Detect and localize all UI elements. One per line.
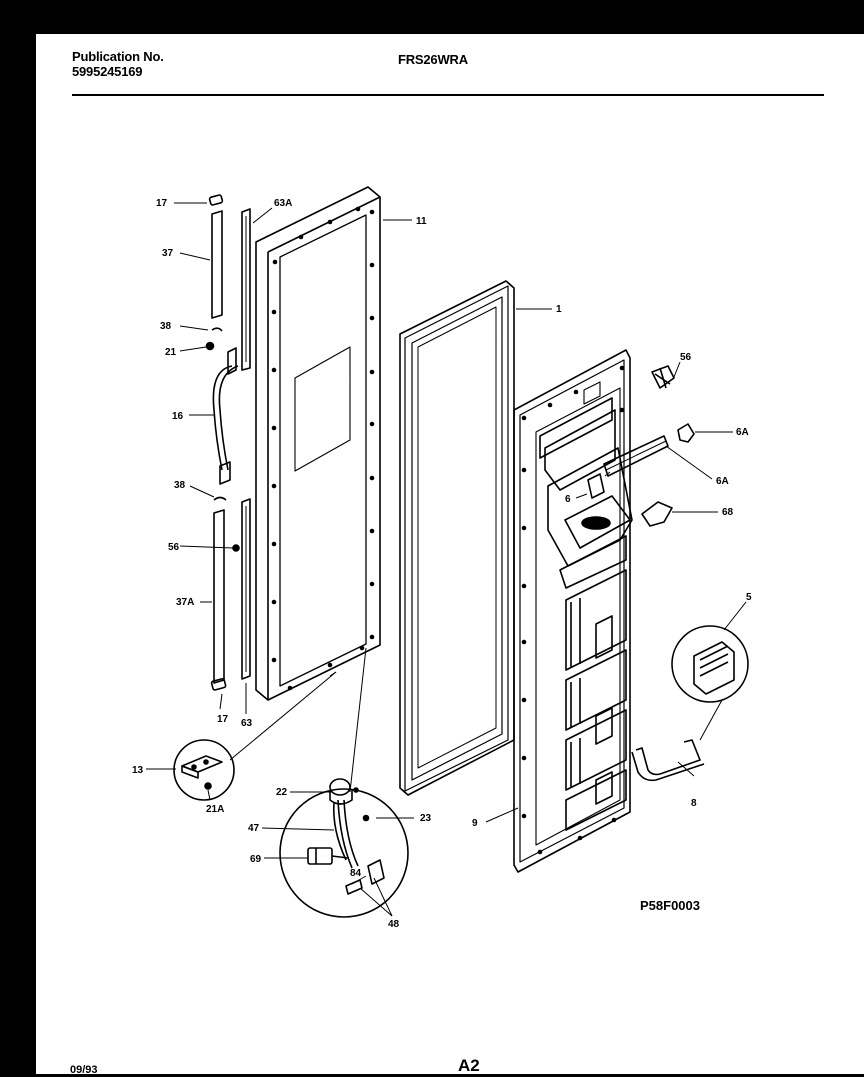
callout-17b: 17: [217, 714, 229, 725]
header-rule: [72, 94, 824, 96]
door-gasket: [399, 280, 515, 796]
door-outer-panel: [255, 186, 381, 701]
callout-84: 84: [350, 868, 362, 879]
callout-63: 63: [241, 718, 253, 729]
callout-5: 5: [746, 592, 752, 603]
callout-labels: 17 63A 11 37 38 21 16 38 56 37A 17 63 1 …: [132, 198, 752, 930]
right-hardware-parts: [587, 365, 749, 782]
callout-6a-lower: 6A: [716, 476, 729, 487]
callout-22: 22: [276, 787, 288, 798]
page-number: A2: [458, 1056, 480, 1075]
callout-21: 21: [165, 347, 177, 358]
publication-number: 5995245169: [72, 64, 143, 79]
callout-23: 23: [420, 813, 432, 824]
wiring-detail: [279, 778, 409, 918]
callout-63a: 63A: [274, 198, 292, 209]
callout-56a: 56: [168, 542, 180, 553]
callout-47: 47: [248, 823, 260, 834]
callout-8: 8: [691, 798, 697, 809]
callout-37: 37: [162, 248, 174, 259]
callout-9: 9: [472, 818, 478, 829]
callout-48: 48: [388, 919, 400, 930]
footer-date: 09/93: [70, 1064, 98, 1076]
callout-68: 68: [722, 507, 734, 518]
callout-13: 13: [132, 765, 144, 776]
publication-label: Publication No.: [72, 49, 164, 64]
left-hardware-parts: [205, 194, 251, 691]
callout-21a: 21A: [206, 804, 224, 815]
callout-6: 6: [565, 494, 571, 505]
model-number: FRS26WRA: [398, 52, 468, 67]
callout-56b: 56: [680, 352, 692, 363]
callout-6a-upper: 6A: [736, 427, 749, 438]
door-liner: [513, 349, 633, 873]
callout-16: 16: [172, 411, 184, 422]
callout-leader-lines: [146, 202, 747, 917]
callout-11: 11: [416, 216, 427, 227]
scan-border-bottom: [0, 1074, 864, 1077]
hinge-detail: [173, 739, 235, 801]
diagram-code: P58F0003: [640, 898, 700, 913]
scan-border-top: [0, 0, 864, 34]
callout-38a: 38: [160, 321, 172, 332]
callout-69: 69: [250, 854, 262, 865]
callout-38b: 38: [174, 480, 186, 491]
callout-17a: 17: [156, 198, 168, 209]
callout-1: 1: [556, 304, 562, 315]
scan-border-left: [0, 0, 36, 1077]
callout-37a: 37A: [176, 597, 194, 608]
